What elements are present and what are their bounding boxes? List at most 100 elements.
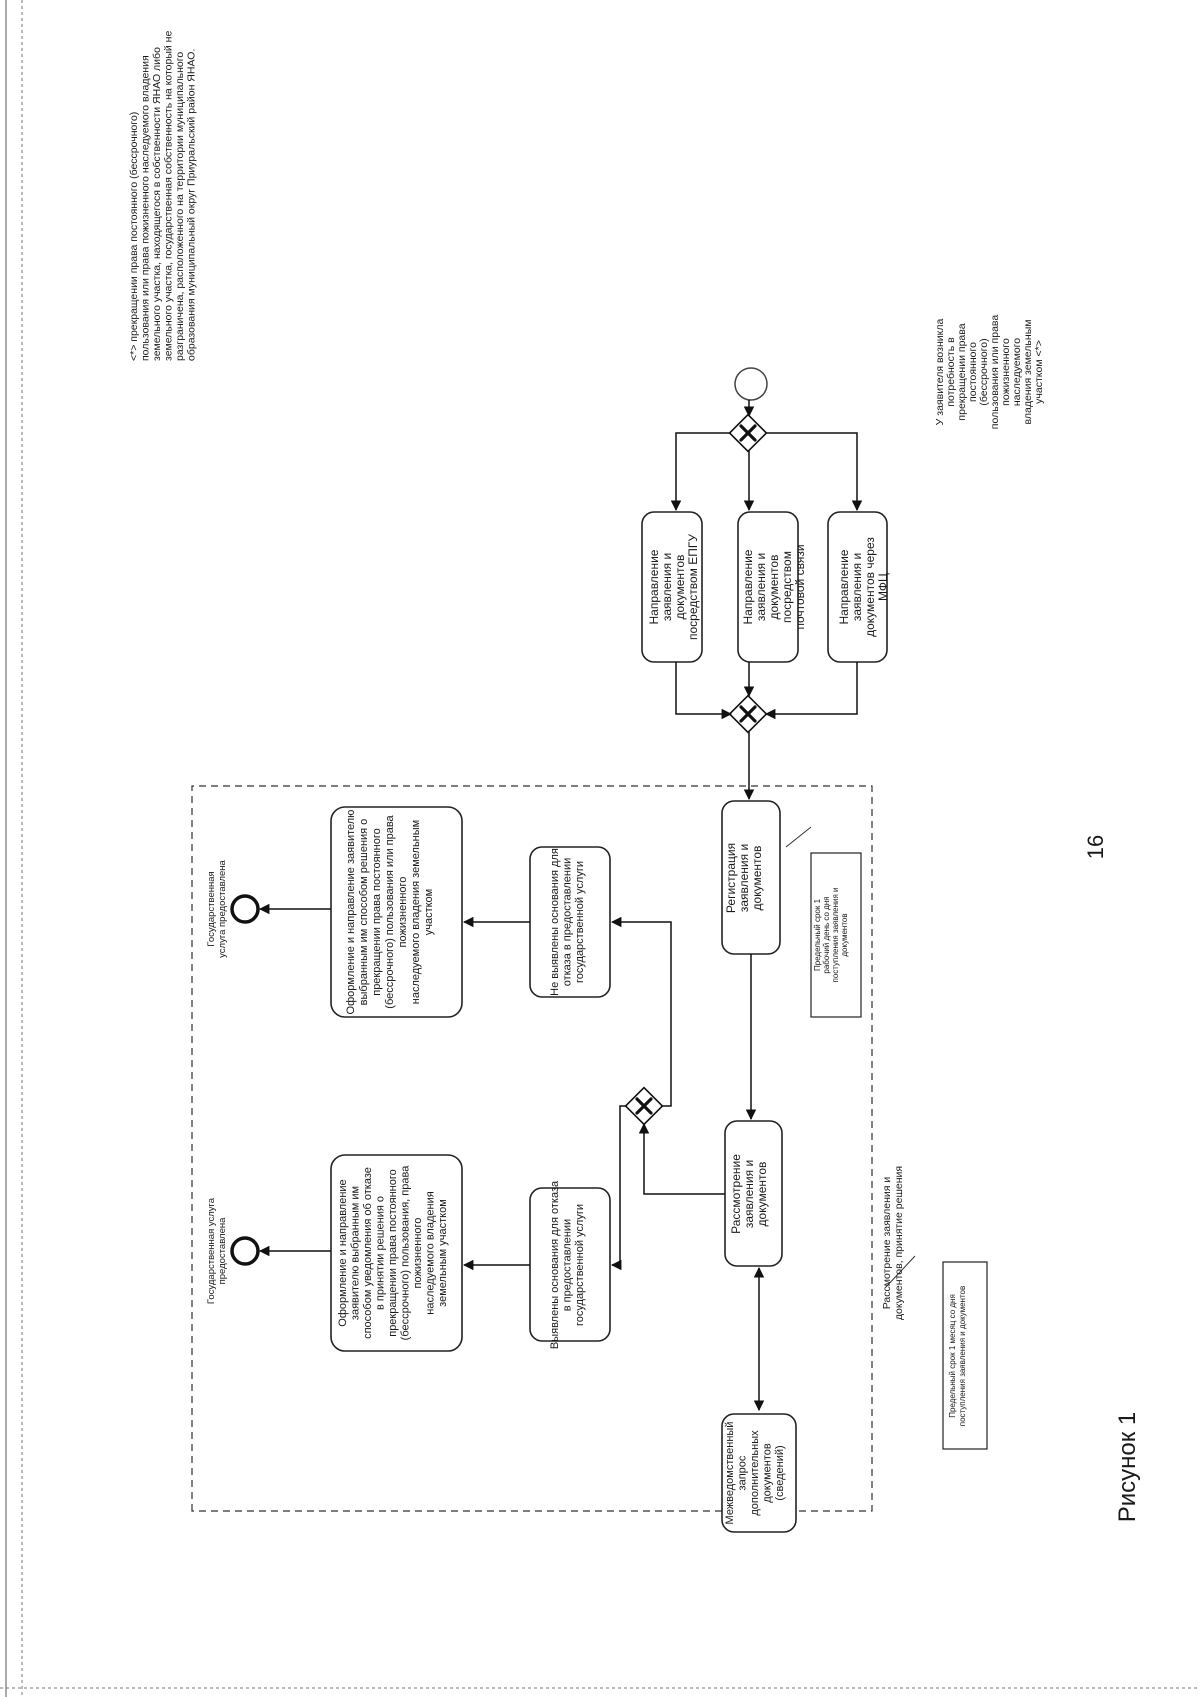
text-line: прекращении права постоянного — [371, 828, 383, 996]
text-line: документов через — [863, 537, 877, 637]
end-event-negative-label: Государственная услугапредоставлена — [206, 1197, 228, 1304]
text-line: разграничена, расположенного на территор… — [174, 52, 186, 361]
text-line: выбранным им способом решения о — [358, 819, 370, 1006]
text-line: дополнительных — [749, 1430, 761, 1516]
task-decision-negative-label: Оформление и направлениезаявителю выбран… — [337, 1165, 449, 1341]
task-epgu-label: Направлениезаявления идокументовпосредст… — [647, 534, 700, 640]
text-line: государственной услуги — [574, 1204, 586, 1326]
task-decision-negative — [330, 1154, 463, 1352]
text-line: участком — [423, 889, 435, 936]
decision-gateway — [624, 1086, 664, 1126]
text-line: Направление — [837, 549, 851, 624]
merge-gateway — [728, 694, 768, 734]
task-decision-positive — [330, 806, 463, 1018]
task-mfc-label: Направлениезаявления идокументов черезМФ… — [837, 537, 890, 637]
flow-mfc-merge — [764, 662, 858, 720]
text-line: заявления и — [850, 553, 864, 621]
start-event: У заявителя возниклапотребность впрекращ… — [734, 315, 1045, 430]
task-grounds-found-label: Выявлены основания для отказав предостав… — [549, 1180, 586, 1349]
text-line: Государственная услуга — [206, 1197, 217, 1304]
text-line: документов — [755, 1162, 769, 1227]
text-line: <*> прекращении права постоянного (бесср… — [128, 112, 140, 361]
text-line: (сведений) — [774, 1445, 786, 1500]
review-note-label: Предельный срок 1 месяц со дняпоступлени… — [948, 1286, 967, 1426]
text-line: государственной услуги — [574, 861, 586, 983]
text-line: заявления и — [754, 553, 768, 621]
text-line: пожизненного — [412, 1218, 424, 1289]
text-line: Регистрация — [724, 843, 738, 913]
task-post-label: Направлениезаявления идокументовпосредст… — [741, 544, 807, 629]
text-line: почтовой связи — [793, 544, 807, 629]
text-line: Государственная — [206, 871, 217, 946]
text-line: способом уведомления об отказе — [362, 1167, 374, 1339]
text-line: рабочий день со дня — [822, 896, 831, 973]
text-line: наследуемого владения — [425, 1191, 437, 1314]
end-event-negative — [230, 1236, 260, 1266]
text-line: наследуемого — [1011, 338, 1023, 406]
text-line: документов — [750, 846, 764, 911]
text-line: прекращении права постоянного — [387, 1169, 399, 1337]
rotated-diagram: 16 Рисунок 1 У заявителя возниклапотребн… — [128, 31, 1141, 1533]
task-interagency-request — [721, 1413, 797, 1533]
text-line: пользования или права — [989, 315, 1001, 430]
text-line: потребность в — [945, 337, 957, 407]
task-review-label: Рассмотрениезаявления идокументов — [729, 1154, 769, 1234]
end-event-positive-label: Государственнаяуслуга предоставлена — [206, 859, 228, 957]
text-line: У заявителя возникла — [934, 319, 946, 426]
end-event-positive — [230, 894, 260, 924]
text-line: Оформление и направление заявителю — [345, 810, 357, 1015]
text-line: документов — [762, 1443, 774, 1503]
footnote: <*> прекращении права постоянного (бесср… — [128, 31, 198, 361]
text-line: Предельный срок 1 — [813, 898, 822, 971]
flow-decision-no-grounds — [610, 916, 672, 1107]
text-line: посредством — [780, 551, 794, 623]
text-line: Предельный срок 1 месяц со дня — [948, 1294, 957, 1418]
text-line: пожизненного — [1000, 338, 1012, 406]
text-line: документов — [673, 555, 687, 620]
start-event-label: У заявителя возниклапотребность впрекращ… — [934, 315, 1045, 430]
review-note-assoc — [885, 1255, 916, 1288]
text-line: наследуемого владения земельным — [410, 820, 422, 1004]
task-registration-label: Регистрациязаявления идокументов — [724, 843, 764, 913]
text-line: постоянного — [967, 342, 979, 402]
flow-decision-grounds — [610, 1105, 626, 1271]
review-group-label: Рассмотрение заявления идокументов, прин… — [881, 1166, 905, 1320]
text-line: заявления и — [660, 553, 674, 621]
text-line: Оформление и направление — [337, 1179, 349, 1326]
text-line: запрос — [737, 1455, 749, 1490]
text-line: Выявлены основания для отказа — [549, 1180, 561, 1349]
text-line: Межведомственный — [724, 1422, 736, 1525]
text-line: (бессрочного) пользования, права — [400, 1165, 412, 1341]
review-group — [191, 785, 873, 1512]
text-line: заявителю выбранным им — [350, 1186, 362, 1320]
text-line: в предоставлении — [562, 1219, 574, 1311]
text-line: земельного участка, государственная собс… — [163, 31, 175, 361]
text-line: Направление — [647, 549, 661, 624]
text-line: заявления и — [742, 1160, 756, 1228]
text-line: земельного участка, находящегося в собст… — [151, 47, 163, 361]
task-post — [737, 511, 799, 663]
text-line: (бессрочного) — [978, 338, 990, 405]
text-line: (бессрочного) пользования или права — [384, 814, 396, 1008]
text-line: МФЦ — [876, 573, 890, 601]
text-line: документов — [840, 913, 849, 956]
split-gateway — [728, 413, 768, 453]
page-number: 16 — [1083, 835, 1108, 859]
text-line: Рассмотрение заявления и — [881, 1177, 893, 1310]
text-line: участком <*> — [1033, 340, 1045, 404]
text-line: земельным участком — [437, 1199, 449, 1307]
text-line: образования муниципальный округ Приураль… — [186, 49, 198, 361]
text-line: прекращении права — [956, 323, 968, 420]
flow-review-decision — [638, 1122, 725, 1195]
text-line: посредством ЕПГУ — [686, 534, 700, 640]
registration-note-label: Предельный срок 1рабочий день со дняпост… — [813, 888, 849, 983]
text-line: предоставлена — [217, 1217, 228, 1285]
flow-split-mfc — [766, 432, 863, 512]
figure-caption: Рисунок 1 — [1114, 1412, 1141, 1523]
text-line: владения земельным — [1022, 320, 1034, 425]
registration-note — [810, 852, 862, 1018]
review-note — [942, 1261, 988, 1450]
text-line: отказа в предоставлении — [562, 858, 574, 987]
text-line: пользования или права пожизненного насле… — [140, 55, 152, 361]
